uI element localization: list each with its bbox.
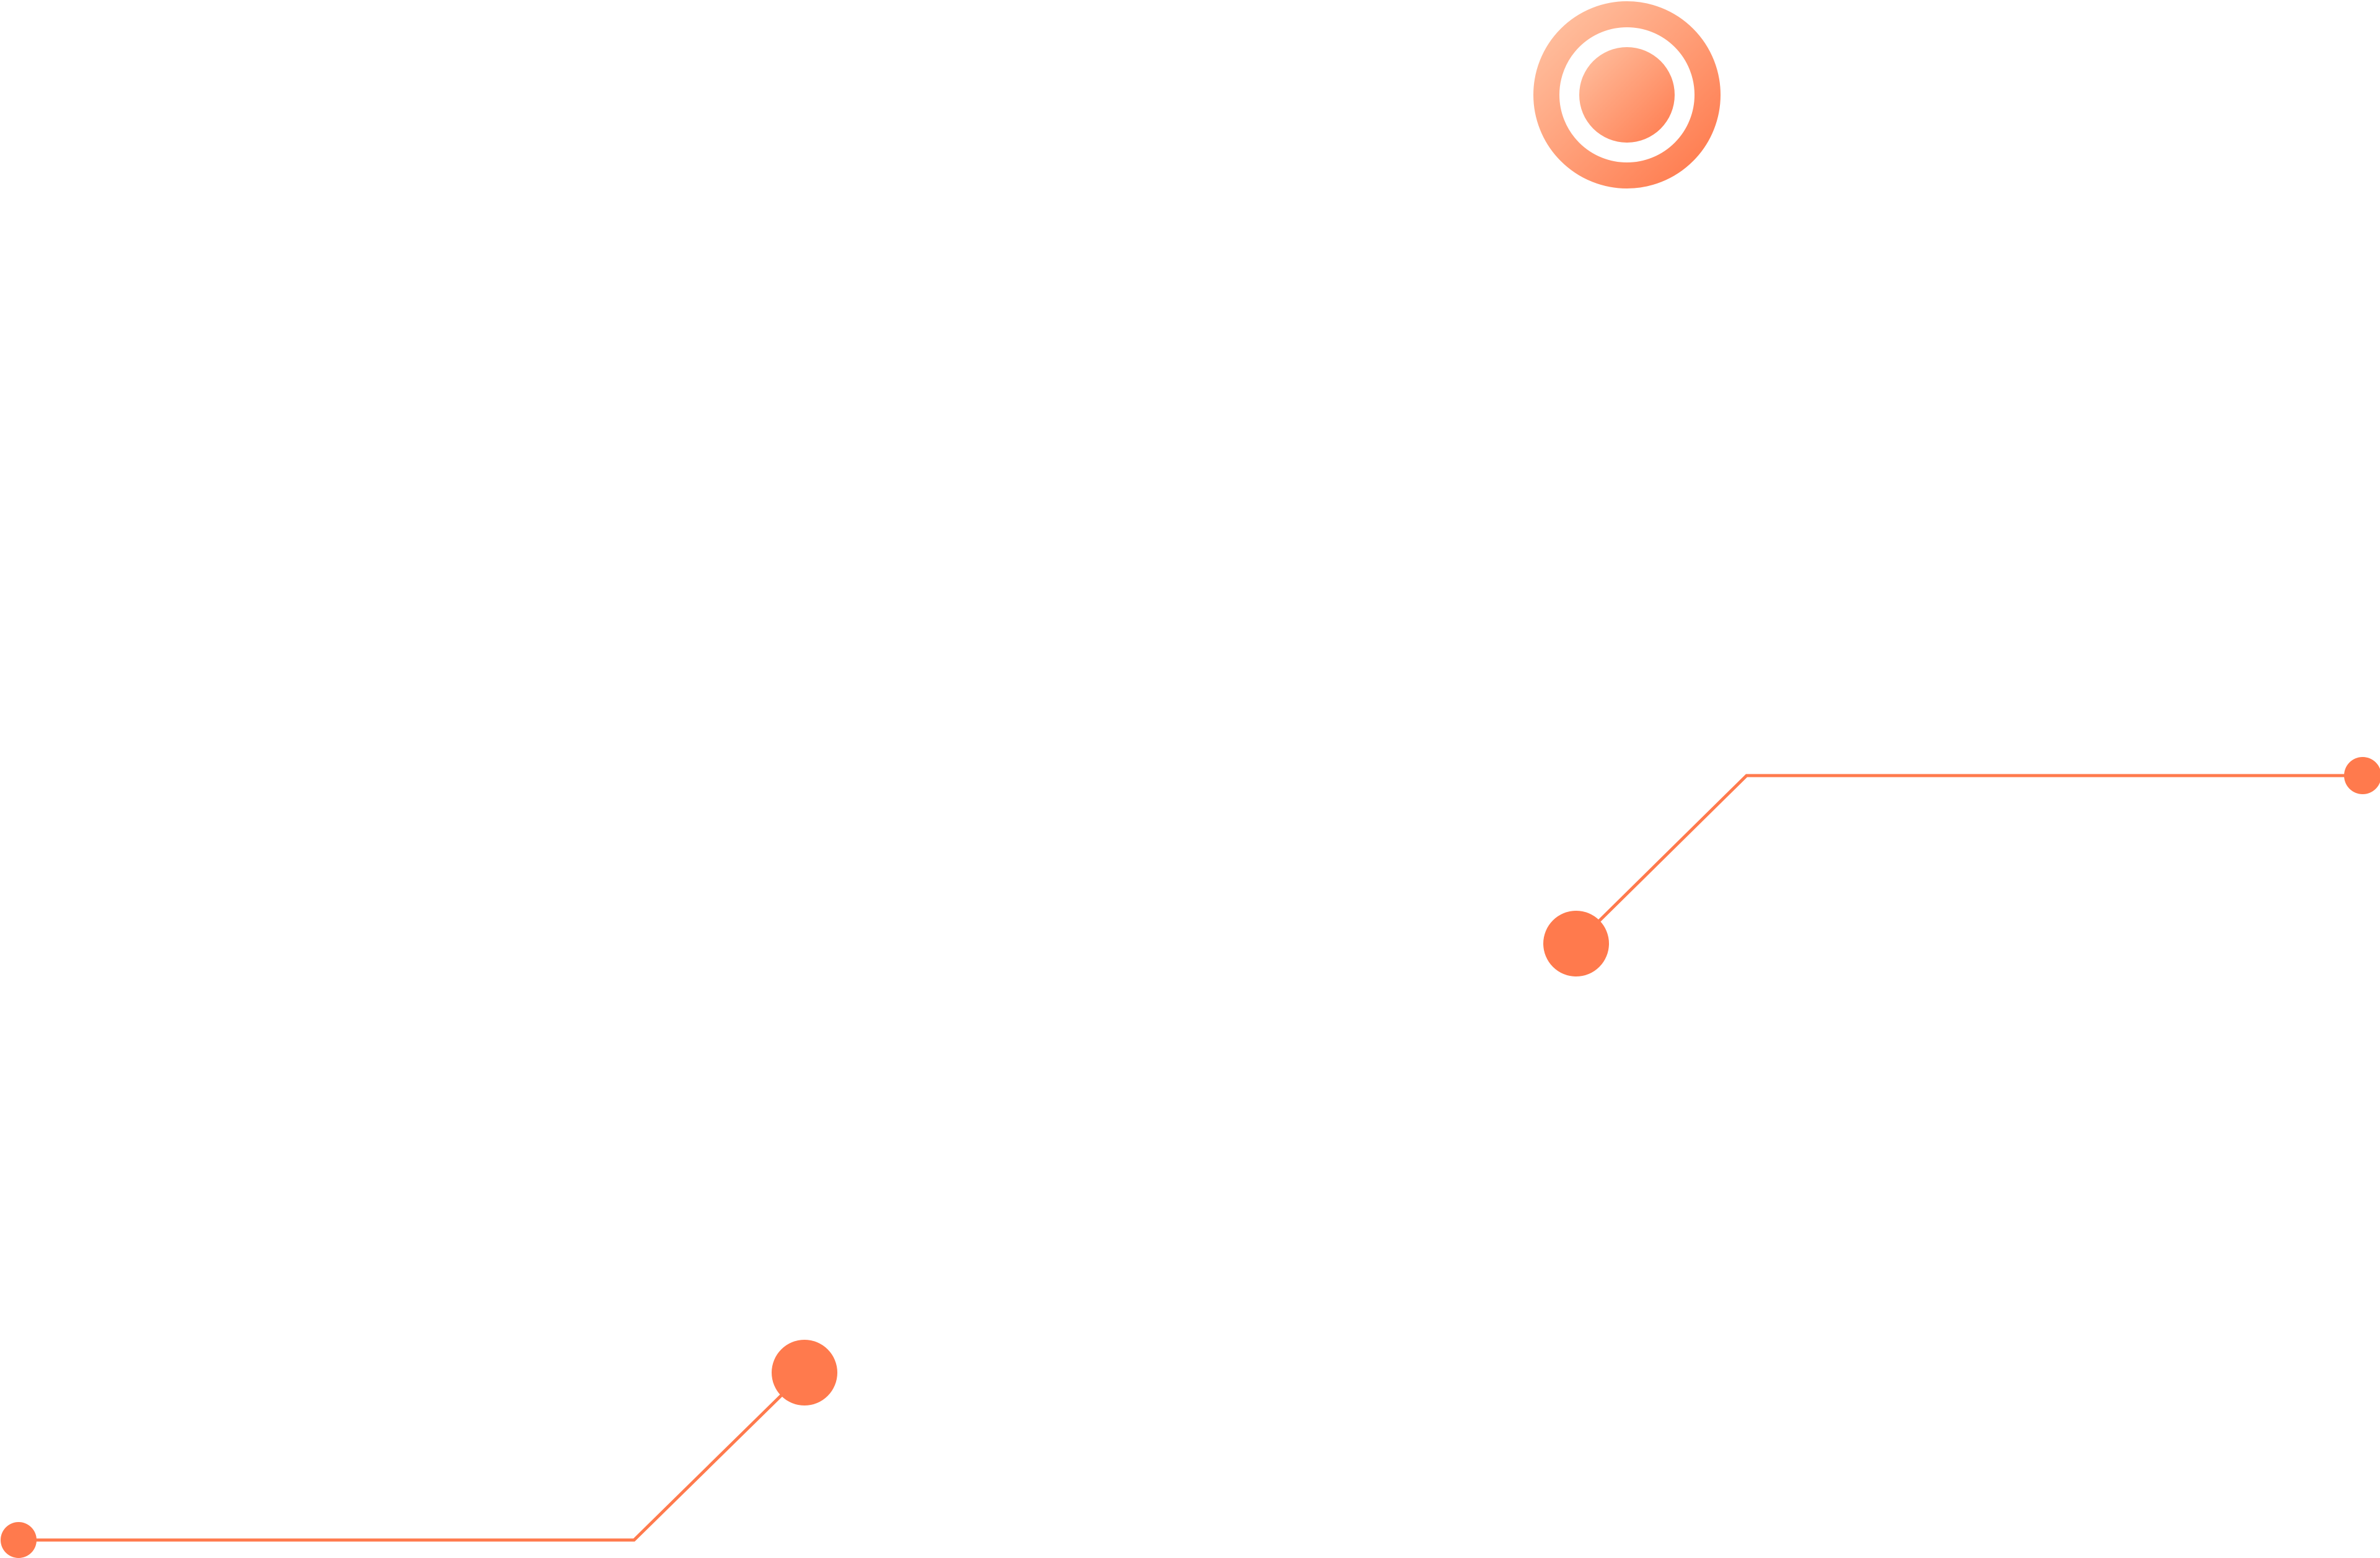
connector-lower-left-node-large	[772, 1340, 837, 1405]
connector-upper-right-node-small	[2344, 757, 2380, 794]
connector-lower-left-node-small	[1, 1522, 37, 1558]
target-ring-core	[1579, 47, 1675, 143]
connector-upper-right-line	[1575, 774, 2363, 945]
target-ring-icon	[1533, 1, 1721, 188]
connector-upper-right	[1543, 757, 2380, 976]
connector-lower-left-line	[19, 1371, 806, 1542]
target-ring-outer	[1533, 1, 1721, 188]
connector-upper-right-node-large	[1543, 911, 1609, 976]
connector-lower-left	[1, 1340, 837, 1558]
